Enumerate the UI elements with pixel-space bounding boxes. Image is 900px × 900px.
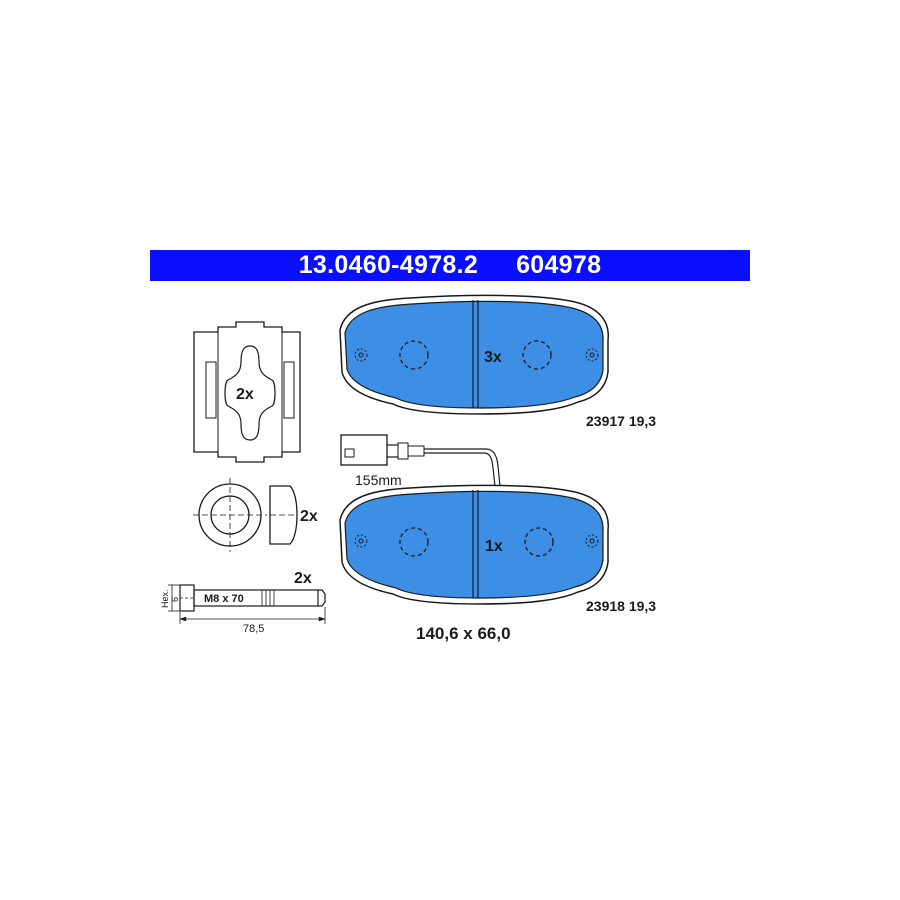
brake-pad-upper — [339, 294, 609, 415]
bolt-length: 78,5 — [243, 623, 264, 635]
upper-pad-quantity: 3x — [484, 349, 502, 366]
spring-clip — [193, 321, 301, 463]
part-number: 13.0460-4978.2 — [298, 251, 479, 279]
bolt-size: M8 x 70 — [204, 593, 244, 605]
sleeve-quantity: 2x — [300, 508, 318, 525]
hex-size: 6 — [170, 597, 180, 602]
article-number: 604978 — [516, 251, 602, 279]
lower-pad-code: 23918 19,3 — [586, 598, 656, 614]
bolt-quantity: 2x — [294, 570, 312, 587]
bolt — [168, 584, 326, 624]
upper-pad-code: 23917 19,3 — [586, 413, 656, 429]
brake-pad-lower — [339, 484, 609, 605]
sensor-length: 155mm — [355, 472, 402, 488]
hex-label: Hex. — [160, 589, 170, 608]
wear-sensor — [340, 434, 501, 487]
spring-clip-quantity: 2x — [236, 386, 254, 403]
lower-pad-quantity: 1x — [485, 538, 503, 555]
pad-dimensions: 140,6 x 66,0 — [416, 624, 511, 643]
guide-sleeve — [193, 478, 298, 552]
title-bar: 13.0460-4978.2 604978 — [150, 250, 750, 281]
